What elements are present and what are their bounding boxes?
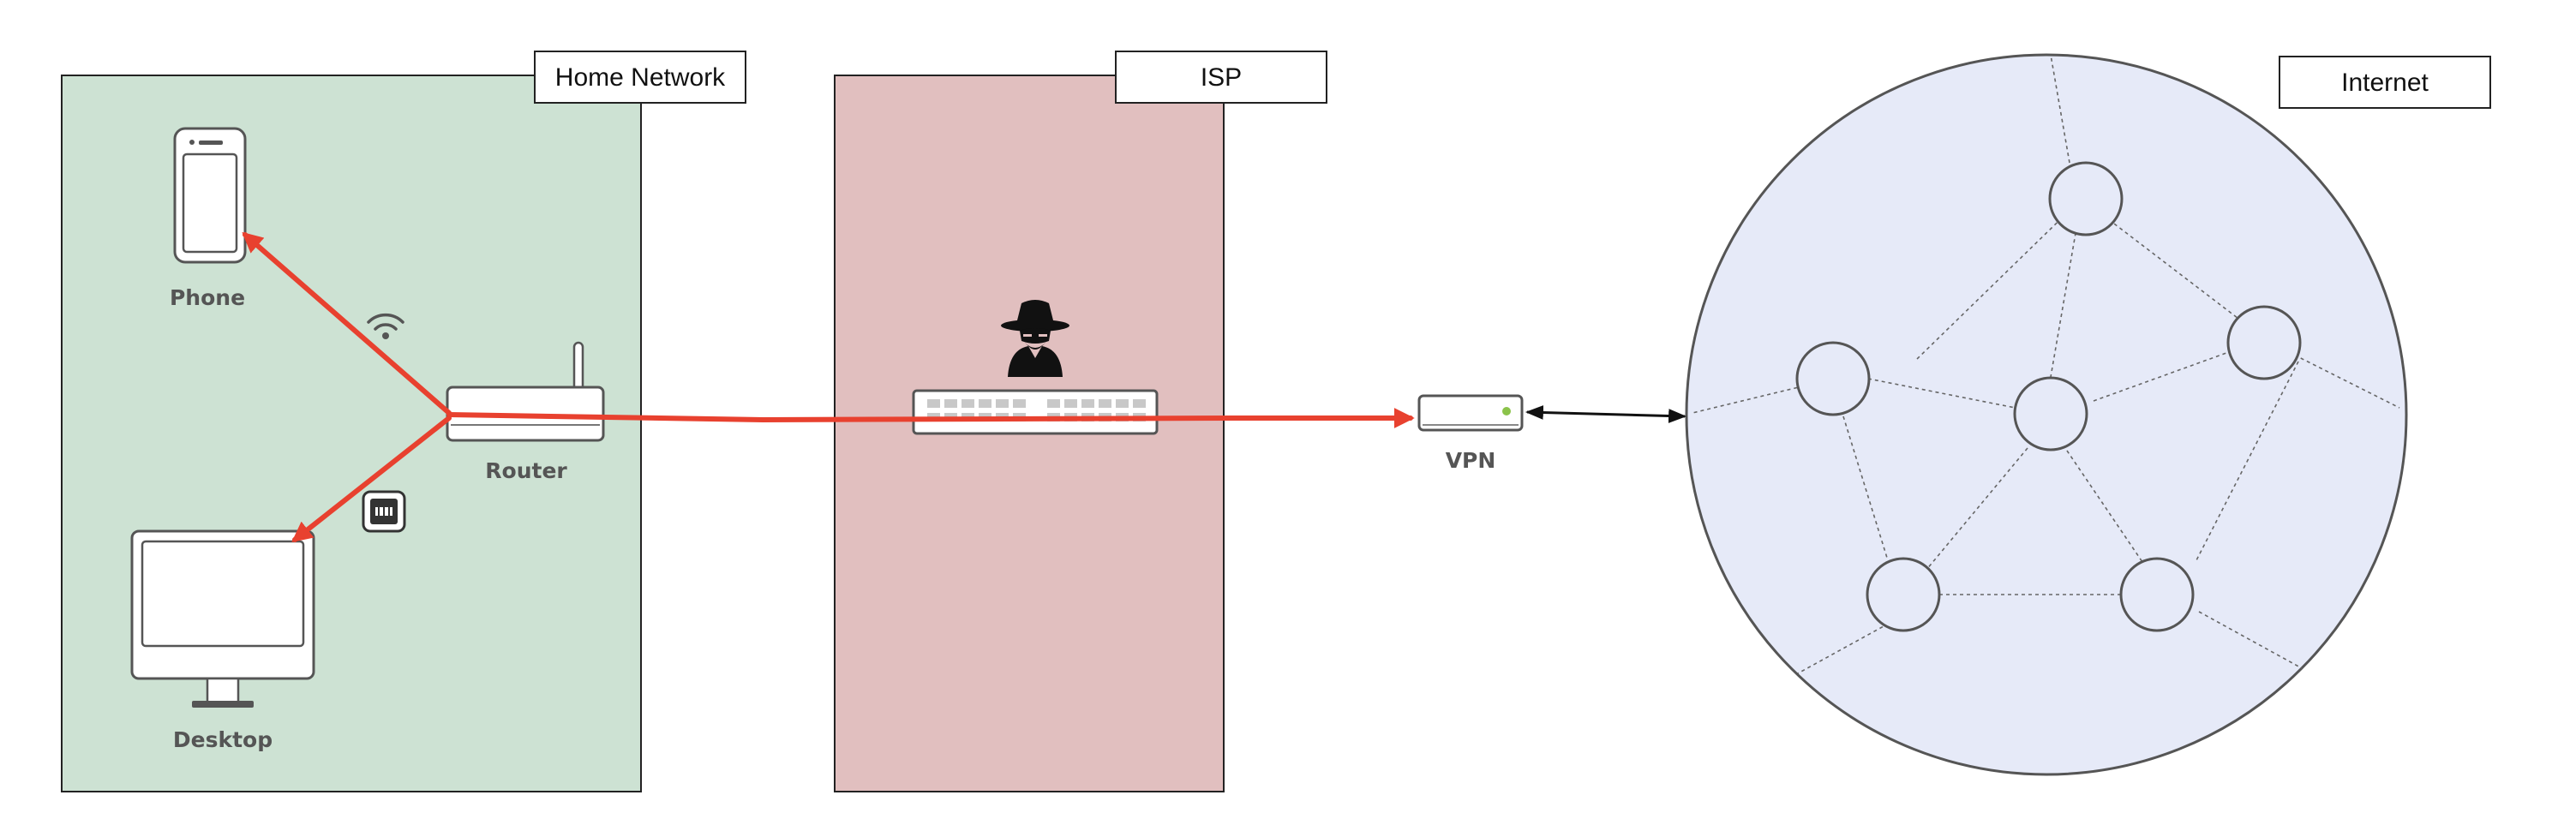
switch-port [1081,399,1094,408]
mesh-link [2050,54,2070,164]
switch-port [1133,399,1146,408]
internet-node [2013,376,2088,451]
switch-port [944,399,957,408]
mesh-link [2195,361,2299,563]
internet-label: Internet [2341,69,2429,97]
mesh-link [2066,450,2143,563]
internet-label-box: Internet [2279,56,2491,109]
wifi-icon [367,313,404,339]
desktop-label: Desktop [173,727,273,752]
vpn-server-icon[interactable] [1417,394,1524,432]
mesh-link [1926,447,2028,571]
switch-port [1116,399,1129,408]
router-to-phone-path [242,231,452,416]
mesh-link [1915,198,2082,361]
switch-port [1047,399,1060,408]
switch-port [1099,399,1111,408]
spy-icon [1001,300,1069,377]
mesh-link [2198,611,2303,669]
switch-port [996,399,1009,408]
router-label: Router [485,458,567,483]
isp-label-box: ISP [1115,51,1327,104]
router-to-vpn-path [446,408,1415,428]
internet-node [2119,557,2195,632]
switch-port [1013,399,1026,408]
switch-port [979,399,991,408]
switch-port [1064,399,1077,408]
internet-node [2226,305,2302,380]
mesh-link [1867,378,2046,415]
router-to-desktop-path [291,416,452,542]
ethernet-port-icon [362,490,406,533]
traffic-paths [242,231,1415,542]
mesh-link [1797,616,1902,674]
mesh-link [2093,352,2227,402]
home-network-label: Home Network [555,63,726,92]
switch-port [927,399,940,408]
vpn-internet-link [1525,405,1687,423]
internet-node [2048,161,2124,236]
isp-label: ISP [1201,63,1242,92]
network-switch-icon[interactable] [912,389,1159,435]
internet-node [1795,341,1871,416]
phone-icon[interactable] [173,127,247,264]
switch-port [962,399,974,408]
internet-nodes [1795,161,2302,632]
vpn-label: VPN [1446,448,1496,473]
internet-node [1866,557,1941,632]
home-network-label-box: Home Network [534,51,746,104]
desktop-monitor-icon[interactable] [130,529,315,708]
phone-label: Phone [170,285,245,310]
